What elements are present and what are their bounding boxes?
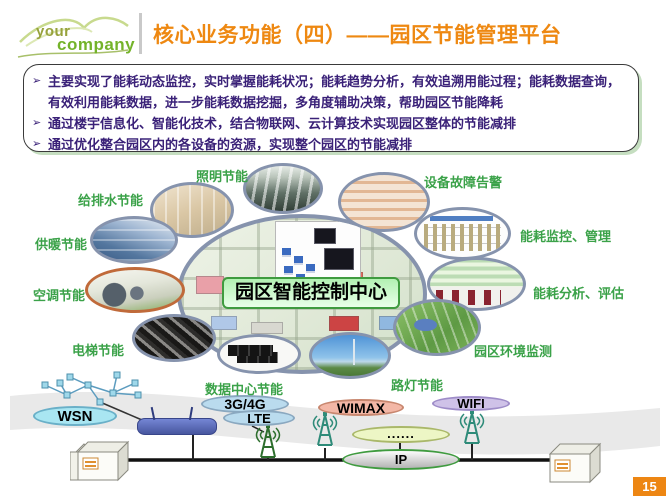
wsn-mesh-nodes <box>41 371 142 406</box>
logo-text-your: your <box>36 23 71 40</box>
wifi-cloud: WIFI <box>432 396 510 411</box>
label-lighting: 照明节能 <box>196 169 249 184</box>
bullet-arrow-icon: ➢ <box>32 117 42 129</box>
page-title: 核心业务功能（四）——园区节能管理平台 <box>153 24 562 47</box>
network-backbone-graphic <box>10 371 660 462</box>
satellite-environment <box>393 299 481 356</box>
satellite-elevator <box>132 314 216 362</box>
label-energy-monitoring: 能耗监控、管理 <box>520 229 612 244</box>
gray-swoosh <box>10 391 660 455</box>
label-fault-alarm: 设备故障告警 <box>424 175 503 190</box>
satellite-fault-alarm <box>338 172 430 232</box>
wifi-tower-icon <box>459 410 485 444</box>
summary-box: ➢ 主要实现了能耗动态监控，实时掌握能耗状况；能耗趋势分析，有效追溯用能过程；能… <box>23 64 639 152</box>
company-logo: your company <box>12 6 136 60</box>
label-environment: 园区环境监测 <box>474 344 553 359</box>
label-elevator: 电梯节能 <box>72 343 125 358</box>
label-datacenter: 数据中心节能 <box>205 382 284 397</box>
router-icon <box>137 406 217 435</box>
satellite-datacenter <box>217 334 301 374</box>
logo-swoosh-icon <box>17 16 129 58</box>
satellite-energy-monitoring <box>414 207 511 260</box>
lte-cloud: LTE <box>223 410 295 426</box>
ip-cloud: IP <box>342 449 460 470</box>
satellite-heating <box>90 216 178 264</box>
wsn-cloud: WSN <box>33 406 117 426</box>
satellite-streetlight <box>309 332 391 379</box>
satellite-air-conditioning <box>85 267 185 313</box>
label-air-conditioning: 空调节能 <box>33 288 86 303</box>
server-right-icon <box>542 440 606 491</box>
center-label: 园区智能控制中心 <box>222 277 400 309</box>
server-left-icon <box>69 438 134 489</box>
more-networks-cloud: ...... <box>352 426 450 443</box>
bullet-text: 通过楼宇信息化、智能化技术，结合物联网、云计算技术实现园区整体的节能减排 <box>48 116 517 131</box>
bullet-arrow-icon: ➢ <box>32 138 42 150</box>
label-water: 给排水节能 <box>78 193 144 208</box>
logo-text-company: company <box>57 35 136 54</box>
bullet-item: ➢ 通过优化整合园区内的各设备的资源，实现整个园区的节能减排 <box>32 134 630 155</box>
lte-tower-icon <box>255 424 281 458</box>
label-heating: 供暖节能 <box>35 237 88 252</box>
label-energy-analysis: 能耗分析、评估 <box>533 286 625 301</box>
header-divider <box>139 13 142 54</box>
bullet-text: 通过优化整合园区内的各设备的资源，实现整个园区的节能减排 <box>48 137 413 152</box>
bullet-text: 主要实现了能耗动态监控，实时掌握能耗状况；能耗趋势分析，有效追溯用能过程；能耗数… <box>48 74 621 110</box>
bullet-item: ➢ 通过楼宇信息化、智能化技术，结合物联网、云计算技术实现园区整体的节能减排 <box>32 113 630 134</box>
wimax-cloud: WIMAX <box>318 399 404 416</box>
label-streetlight: 路灯节能 <box>391 378 444 393</box>
page-number: 15 <box>633 477 666 496</box>
bullet-item: ➢ 主要实现了能耗动态监控，实时掌握能耗状况；能耗趋势分析，有效追溯用能过程；能… <box>32 71 630 113</box>
satellite-lighting <box>243 163 323 214</box>
wimax-tower-icon <box>312 412 338 446</box>
bullet-arrow-icon: ➢ <box>32 75 42 87</box>
